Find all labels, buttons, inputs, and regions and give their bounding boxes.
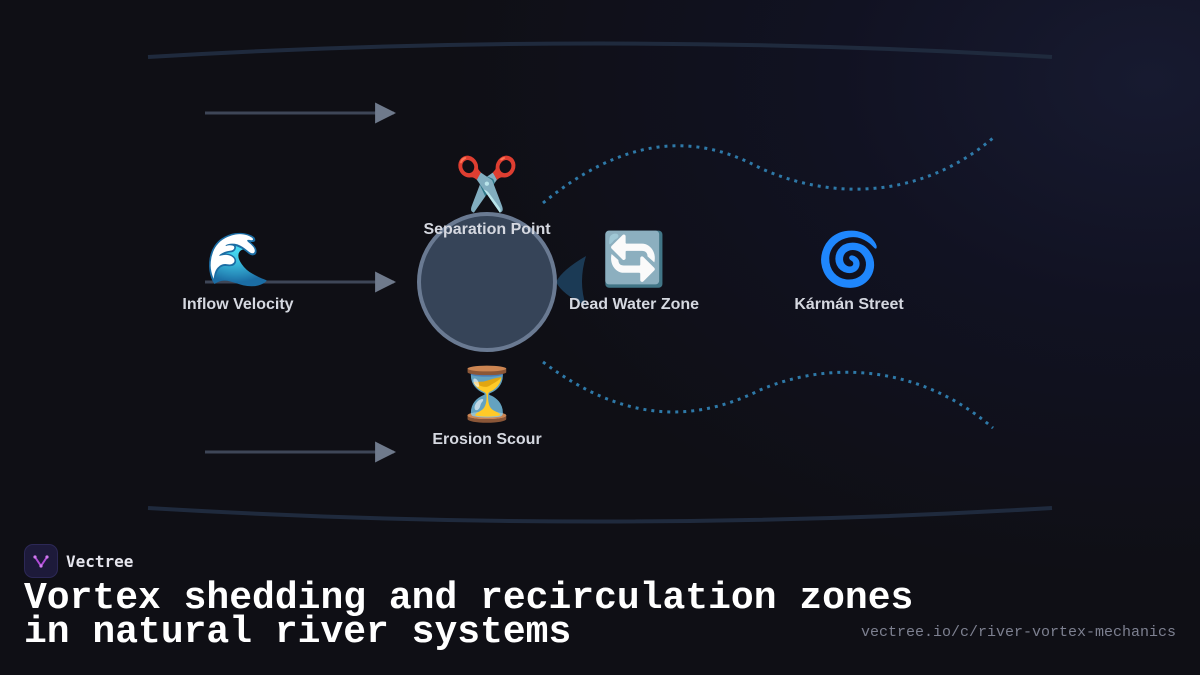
wave-icon: 🌊	[205, 230, 271, 290]
title-line-2: in natural river systems	[24, 611, 572, 654]
node-label: Dead Water Zone	[568, 296, 700, 313]
river-bank-bottom	[147, 506, 1053, 524]
scissors-icon: ✂️	[454, 155, 520, 215]
wake-streamline-top	[542, 136, 994, 205]
node-label: Kármán Street	[794, 296, 904, 313]
node-separation-point: ✂️ Separation Point	[377, 155, 597, 239]
node-label: Inflow Velocity	[182, 296, 294, 313]
cycle-arrows-icon: 🔄	[601, 230, 667, 290]
wake-streamline-bottom	[542, 360, 994, 430]
title-line-1: Vortex shedding and recirculation zones	[24, 577, 914, 620]
cyclone-icon: 🌀	[816, 230, 882, 290]
river-bank-top	[147, 41, 1053, 59]
obstacle-circle	[417, 212, 557, 352]
page-title: Vortex shedding and recirculation zones …	[24, 577, 924, 654]
wake-fin	[556, 256, 586, 306]
node-karman-street: 🌀 Kármán Street	[739, 230, 959, 314]
node-erosion-scour: ⏳ Erosion Scour	[377, 365, 597, 449]
node-dead-water-zone: 🔄 Dead Water Zone	[524, 230, 744, 314]
brand: Vectree	[24, 544, 133, 578]
node-inflow-velocity: 🌊 Inflow Velocity	[128, 230, 348, 314]
source-url[interactable]: vectree.io/c/river-vortex-mechanics	[860, 624, 1176, 641]
vectree-logo-icon	[24, 544, 58, 578]
brand-name: Vectree	[66, 551, 134, 571]
node-label: Separation Point	[423, 221, 551, 238]
node-label: Erosion Scour	[432, 431, 542, 448]
hourglass-icon: ⏳	[454, 365, 520, 425]
